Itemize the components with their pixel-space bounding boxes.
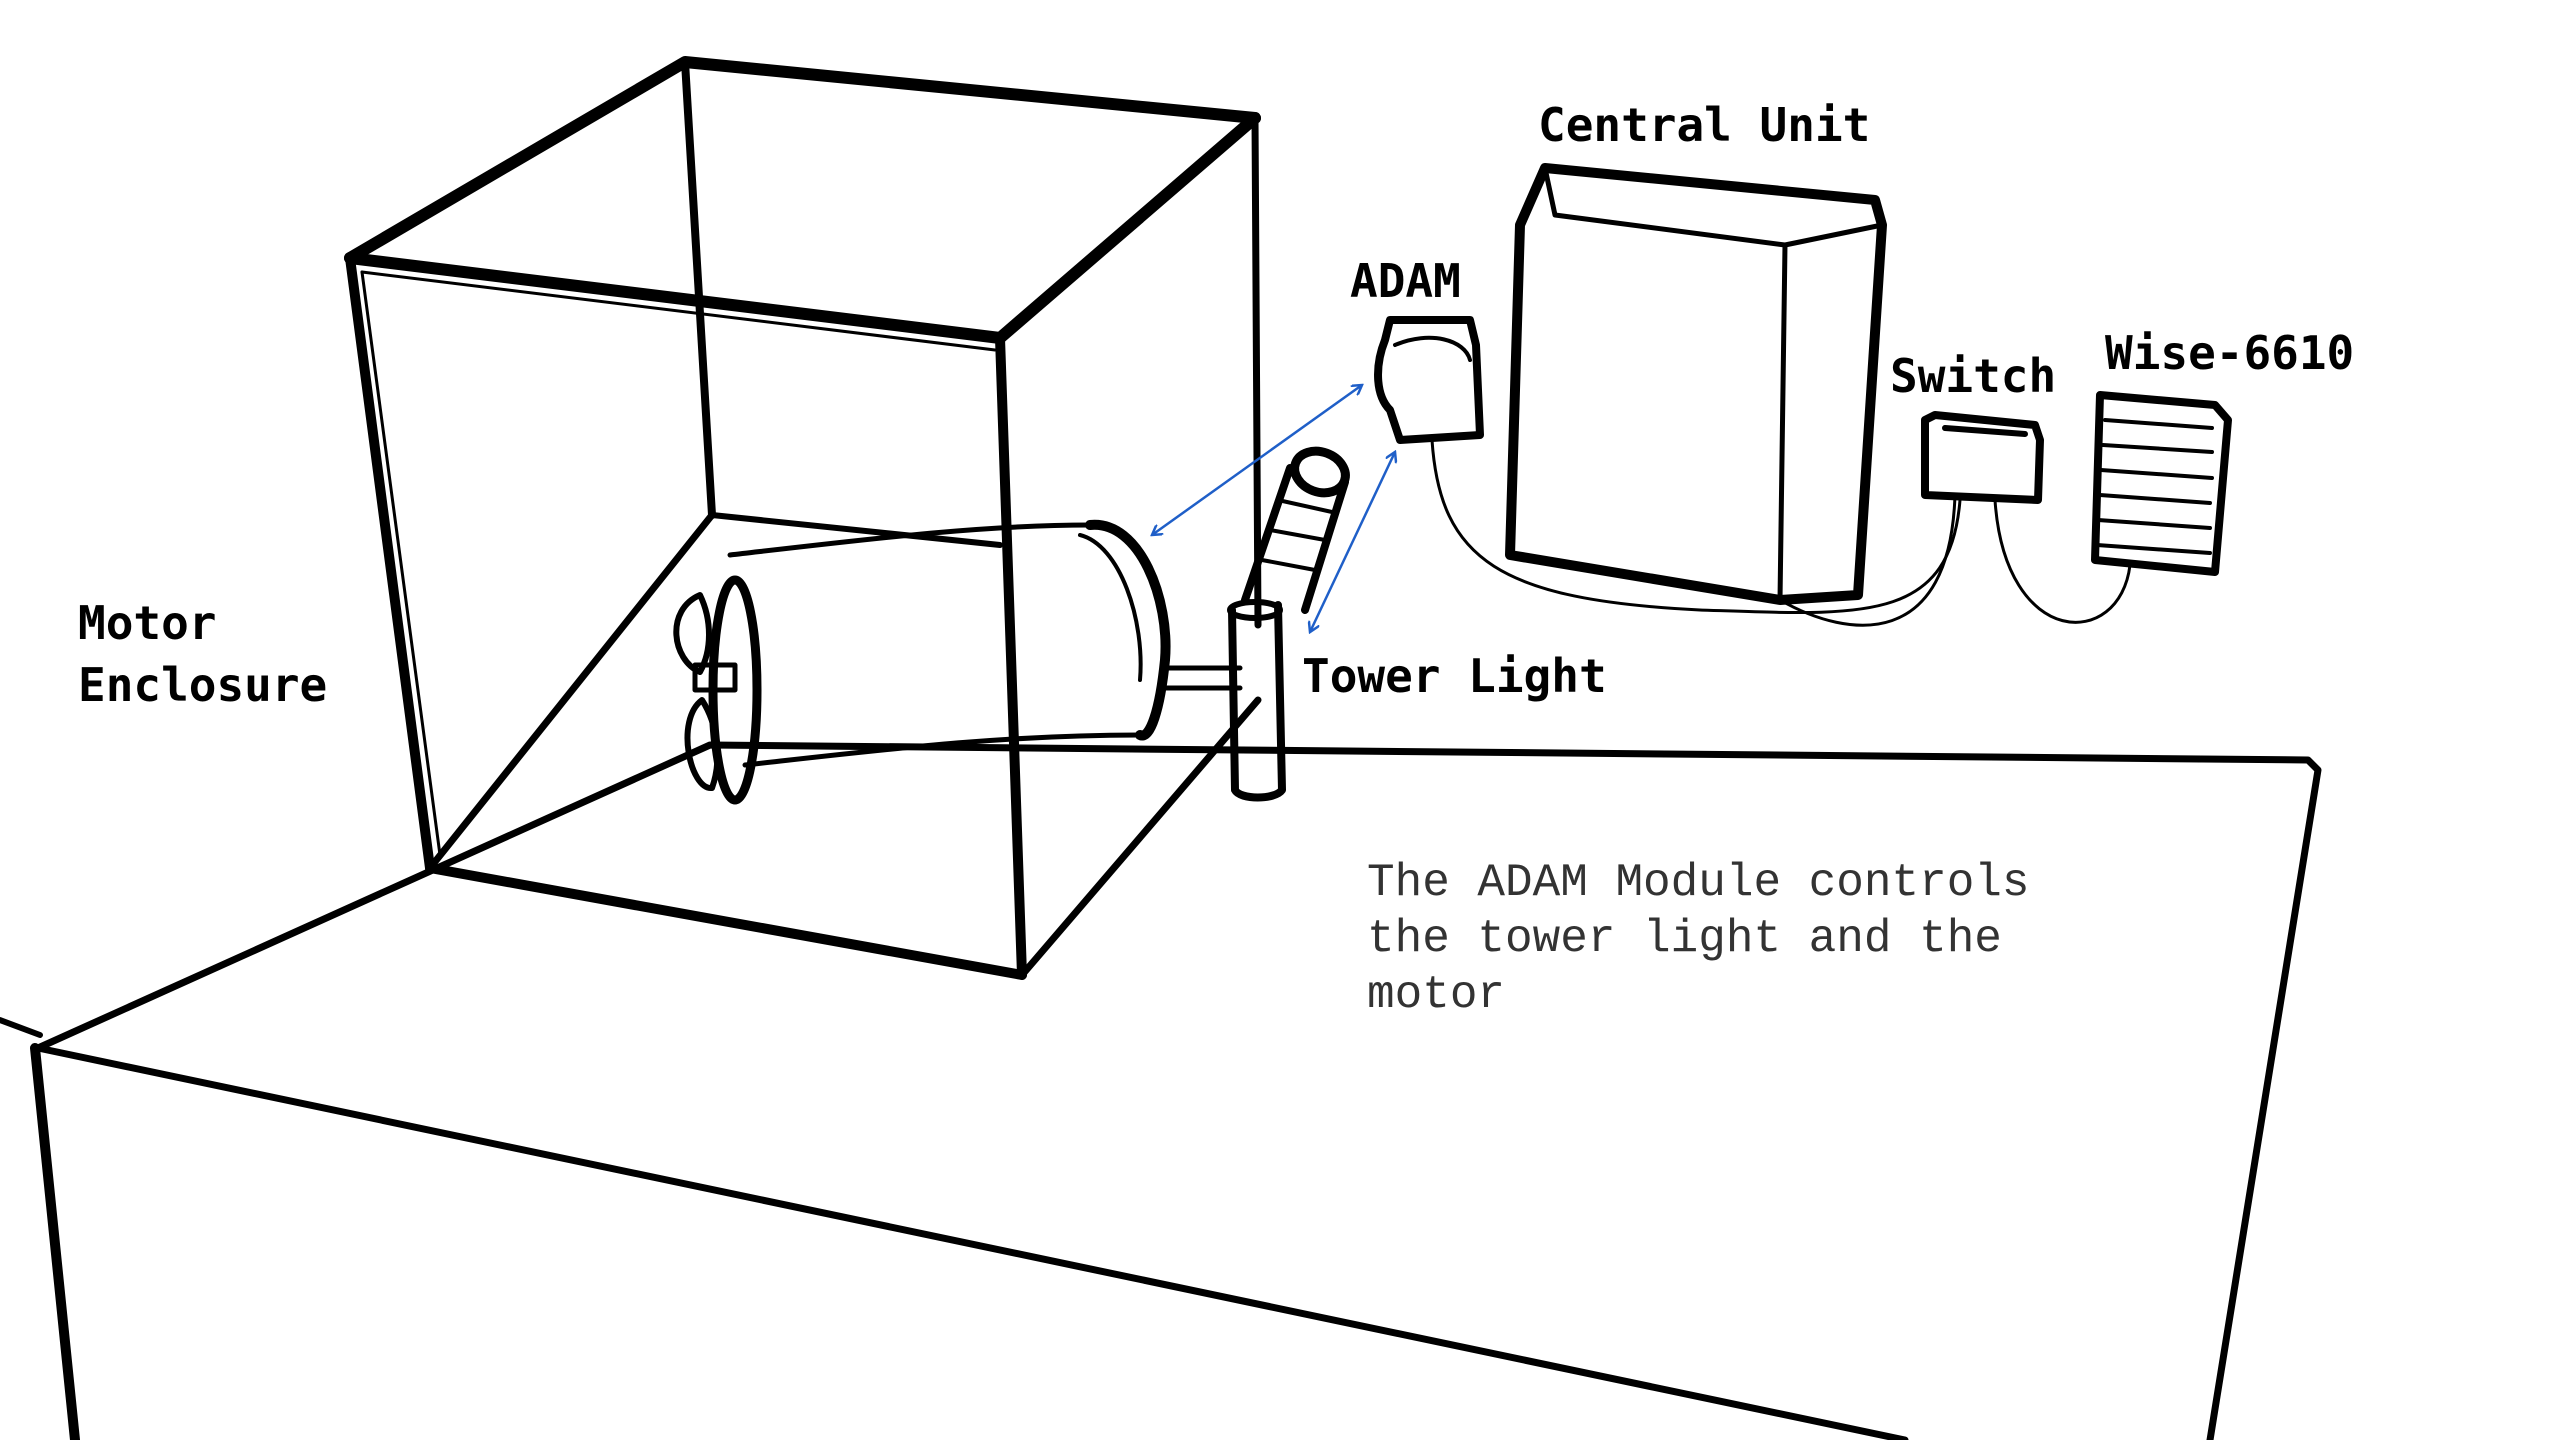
adam-module	[1374, 316, 1962, 614]
enclosure-front-left	[345, 253, 435, 873]
table-front-top-edge	[34, 1044, 1909, 1440]
label-wise-6610: Wise-6610	[2105, 326, 2355, 380]
adam-cable	[1430, 438, 1962, 614]
enclosure-bottom-front	[425, 863, 1027, 980]
annotation-note: The ADAM Module controls the tower light…	[1367, 857, 2030, 1021]
label-adam: ADAM	[1350, 254, 1461, 308]
fan-blade-lower	[684, 697, 721, 791]
control-arrows	[1152, 385, 1395, 632]
network-switch	[1778, 411, 2132, 627]
tower-light-cap	[1290, 446, 1350, 498]
tower-light	[1227, 446, 1350, 802]
central-unit	[1505, 163, 1887, 605]
motor-end-cap	[1085, 519, 1171, 741]
arrow-adam-motor	[1152, 385, 1362, 535]
motor	[673, 519, 1243, 805]
label-central-unit: Central Unit	[1538, 98, 1871, 152]
tower-light-pole	[1228, 601, 1286, 802]
label-switch: Switch	[1890, 349, 2057, 403]
switch-cable-wise	[1993, 498, 2132, 624]
wise-6610-device	[2091, 391, 2232, 576]
table-top-outline	[34, 741, 2322, 1440]
motor-shaft	[1162, 665, 1243, 691]
table	[0, 741, 2322, 1440]
enclosure-back-left	[681, 58, 716, 519]
enclosure-front-right	[995, 333, 1027, 980]
enclosure-back-right	[1251, 114, 1262, 629]
table-back-left	[0, 1017, 43, 1038]
label-enclosure: Enclosure	[78, 658, 328, 712]
fan-hub	[692, 662, 738, 693]
motor-body-top	[727, 522, 1093, 558]
label-motor: Motor	[78, 596, 217, 650]
enclosure-bottom-back	[709, 512, 1003, 548]
enclosure-bottom-right	[1018, 696, 1262, 979]
fan-blade-upper	[673, 592, 712, 675]
motor-enclosure	[344, 56, 1262, 980]
switch-cable-central	[1778, 493, 1957, 627]
arrow-adam-tower-light	[1310, 452, 1395, 632]
table-front-left-edge	[30, 1043, 80, 1440]
motor-body-bottom	[742, 732, 1143, 768]
label-tower-light: Tower Light	[1302, 649, 1607, 703]
enclosure-top-front	[344, 112, 1261, 344]
enclosure-bottom-left	[426, 511, 716, 872]
